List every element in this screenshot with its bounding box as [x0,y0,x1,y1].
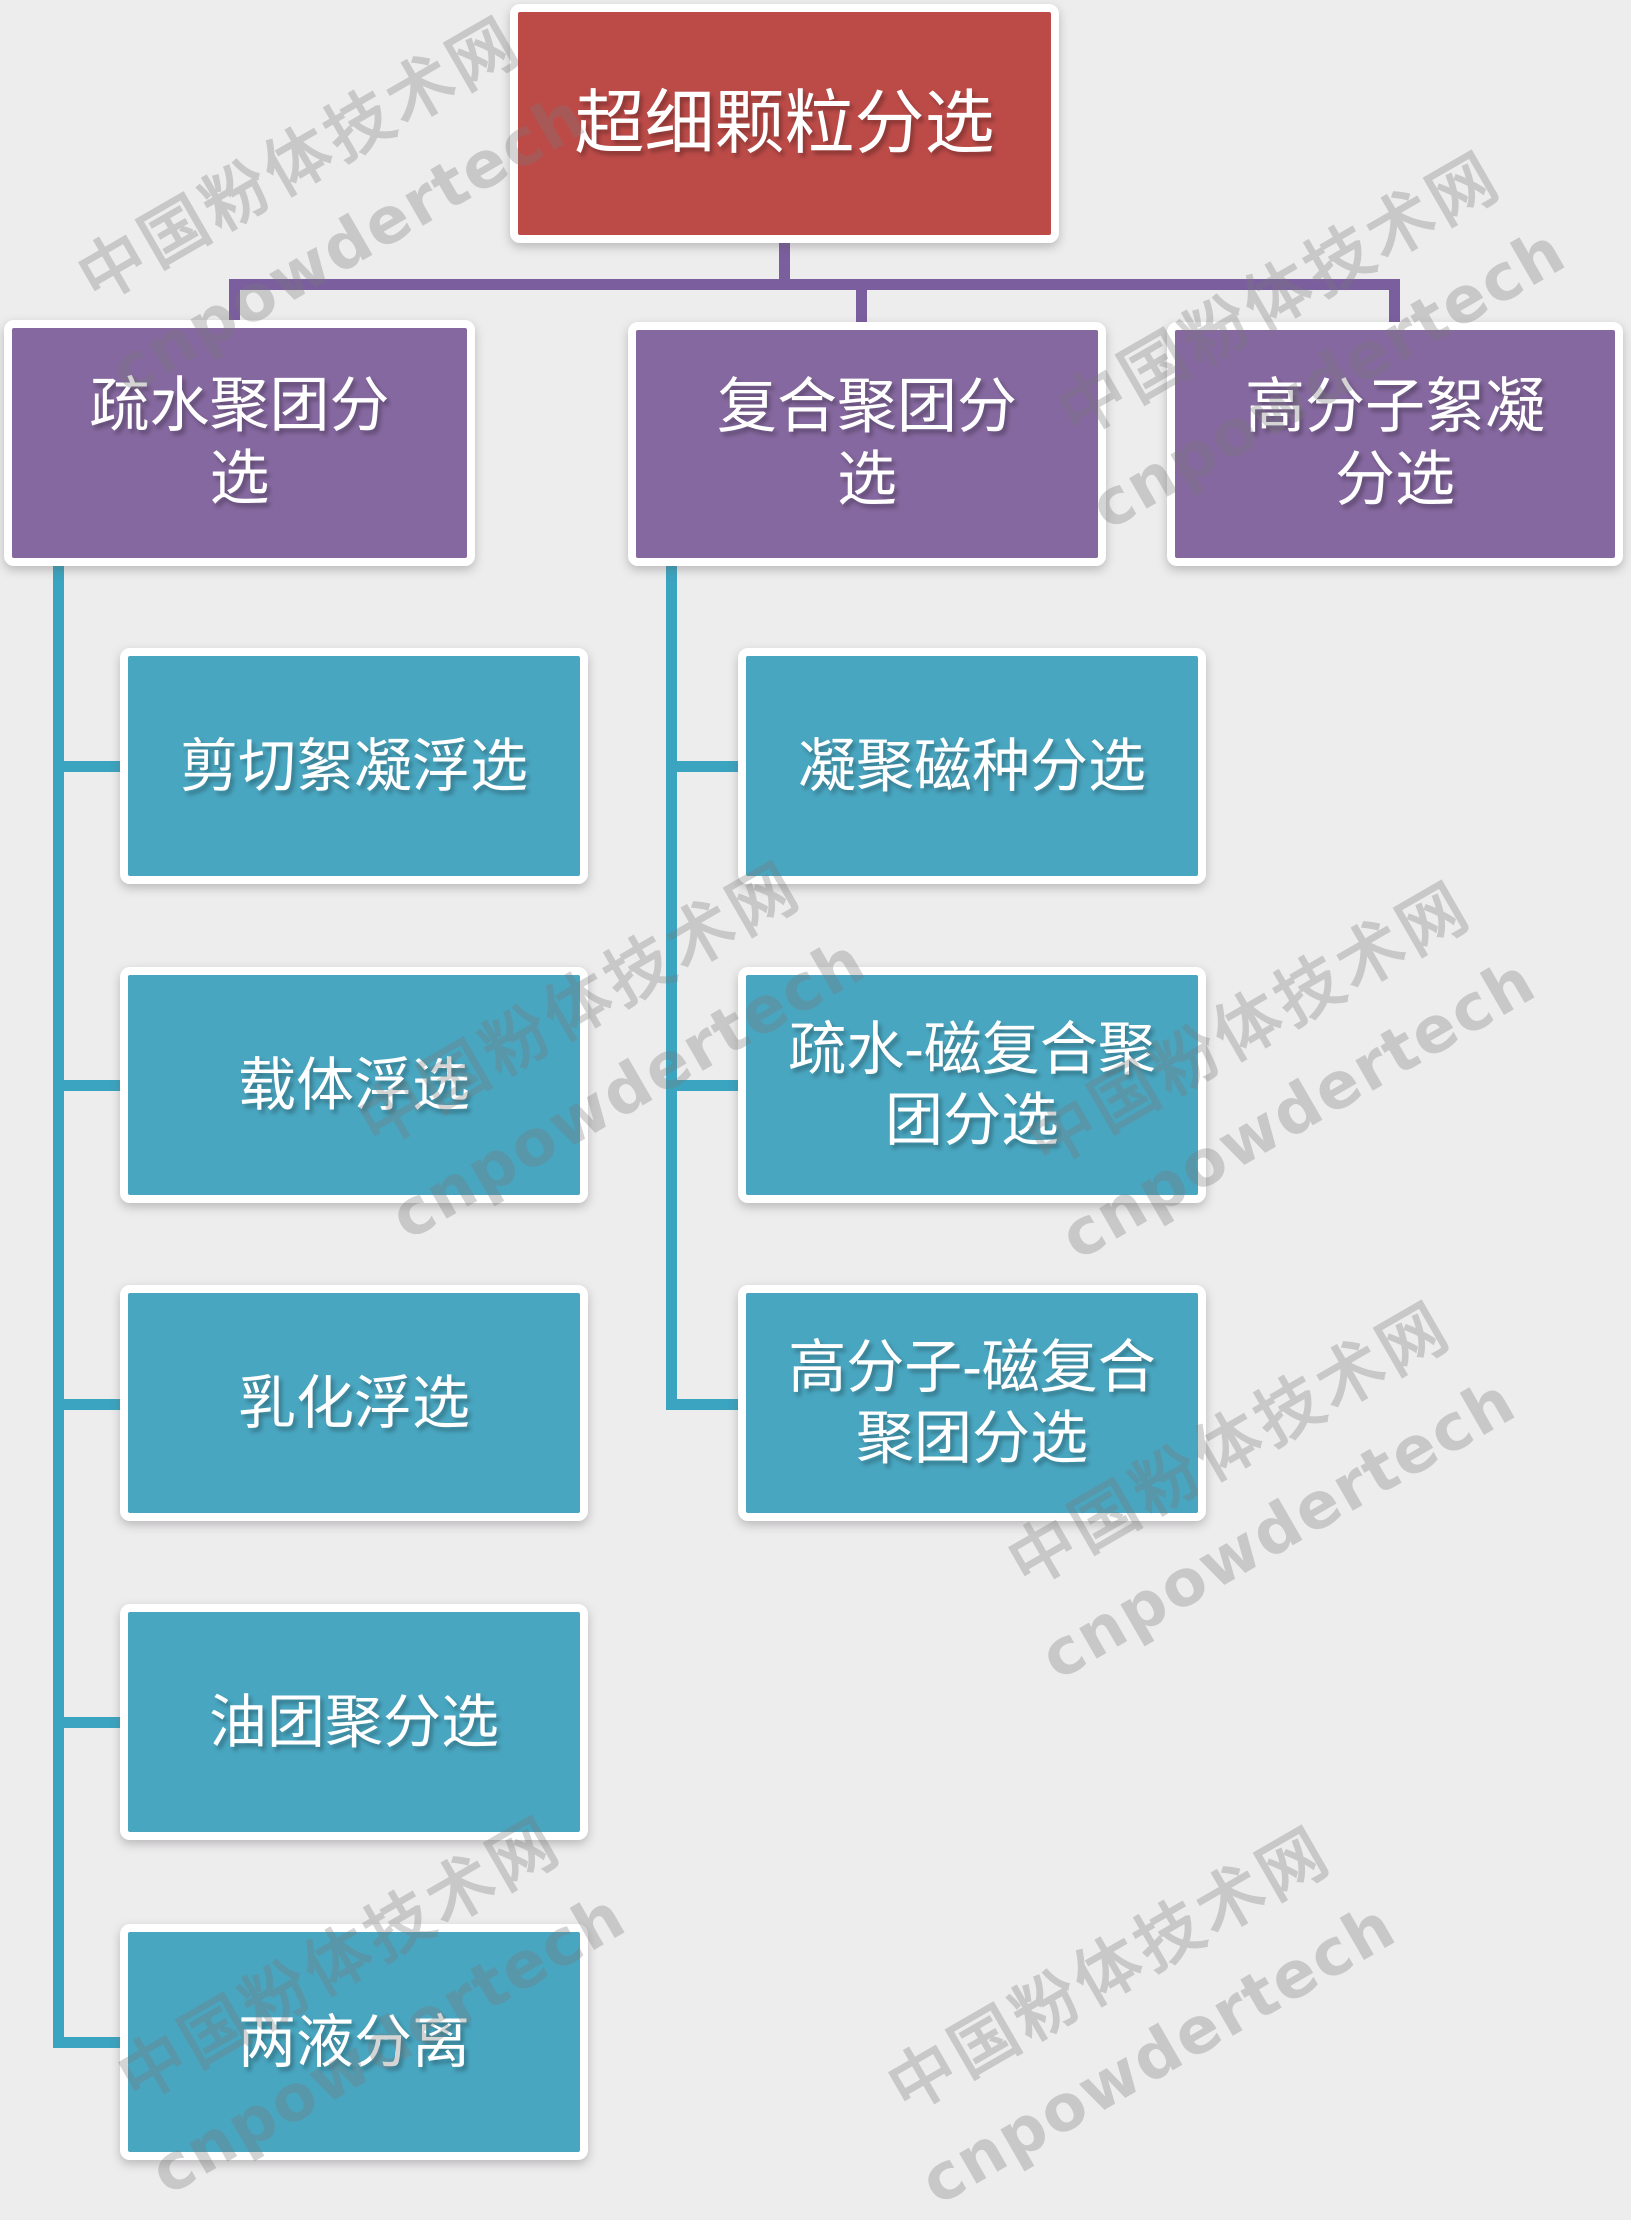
node-root-label: 超细颗粒分选 [574,81,995,164]
connector-middle-branch-1 [666,761,750,772]
connector-left-branch-1 [53,761,132,772]
node-leaf-hydrophobic-magnetic-composite: 疏水-磁复合聚 团分选 [738,967,1206,1203]
node-leaf-label: 油团聚分选 [208,1687,499,1756]
node-root: 超细颗粒分选 [510,4,1059,243]
connector-middle-trunk [666,554,677,1410]
connector-branches-horizontal [229,279,1400,290]
connector-branch1-down [229,279,240,332]
node-leaf-label: 两液分离 [237,2007,470,2076]
connector-left-branch-4 [53,1717,132,1728]
node-leaf-emulsion-flotation: 乳化浮选 [120,1285,588,1521]
node-leaf-polymer-magnetic-composite: 高分子-磁复合 聚团分选 [738,1285,1206,1521]
connector-middle-branch-2 [666,1080,750,1091]
connector-left-branch-3 [53,1399,132,1410]
node-branch-label: 高分子絮凝 分选 [1245,371,1545,515]
connector-root-down [779,233,790,285]
connector-branch3-down [1389,279,1400,334]
node-leaf-label: 疏水-磁复合聚 团分选 [788,1015,1156,1154]
node-branch-label: 疏水聚团分 选 [89,370,390,514]
connector-left-trunk [53,554,64,2048]
connector-middle-branch-3 [666,1399,750,1410]
node-leaf-label: 高分子-磁复合 聚团分选 [788,1333,1156,1472]
watermark-cn-text: 中国粉体技术网 [875,1812,1345,2128]
node-leaf-oil-agglomeration: 油团聚分选 [120,1604,588,1840]
connector-left-branch-2 [53,1080,132,1091]
connector-branch2-down [856,284,867,334]
node-leaf-coagulation-magnetic-seed: 凝聚磁种分选 [738,648,1206,884]
node-leaf-label: 凝聚磁种分选 [797,731,1146,800]
node-leaf-carrier-flotation: 载体浮选 [120,967,588,1203]
node-branch-composite-agglomeration: 复合聚团分 选 [628,322,1106,566]
node-leaf-shear-flocculation-flotation: 剪切絮凝浮选 [120,648,588,884]
node-leaf-label: 载体浮选 [237,1050,470,1119]
connector-left-branch-5 [53,2037,132,2048]
node-leaf-two-liquid-separation: 两液分离 [120,1924,588,2160]
node-branch-hydrophobic-agglomeration: 疏水聚团分 选 [4,320,475,566]
node-leaf-label: 剪切絮凝浮选 [179,731,528,800]
node-branch-label: 复合聚团分 选 [717,371,1017,515]
watermark-en-text: cnpowdertech [908,1888,1409,2220]
node-branch-polymer-flocculation: 高分子絮凝 分选 [1167,322,1623,566]
watermark: 中国粉体技术网 cnpowdertech [851,1790,1408,2220]
node-leaf-label: 乳化浮选 [237,1368,470,1437]
